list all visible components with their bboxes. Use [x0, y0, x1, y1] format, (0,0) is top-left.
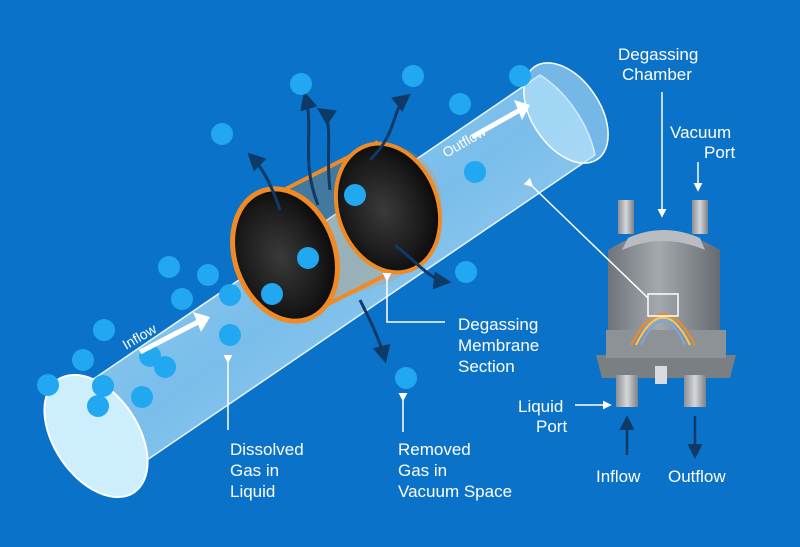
callout-lines	[223, 92, 703, 432]
degassing-chamber-label: Degassing Chamber	[618, 45, 703, 84]
dissolved-gas-label: Dissolved Gas in Liquid	[230, 440, 308, 501]
device-flow-arrows	[619, 415, 703, 459]
removed-gas-bubbles	[211, 65, 477, 389]
tube-flow-arrows	[138, 100, 530, 355]
membrane-section-label: Degassing Membrane Section	[458, 315, 544, 376]
removed-gas-label: Removed Gas in Vacuum Space	[398, 440, 512, 501]
device-inflow-label: Inflow	[596, 467, 641, 486]
degassing-device	[596, 200, 736, 407]
removed-gas-paths	[247, 91, 452, 364]
device-outflow-label: Outflow	[668, 467, 726, 486]
liquid-port-label: Liquid Port	[518, 397, 568, 436]
degassing-membrane-section	[230, 140, 443, 324]
vacuum-port-label: Vacuum Port	[670, 123, 736, 162]
